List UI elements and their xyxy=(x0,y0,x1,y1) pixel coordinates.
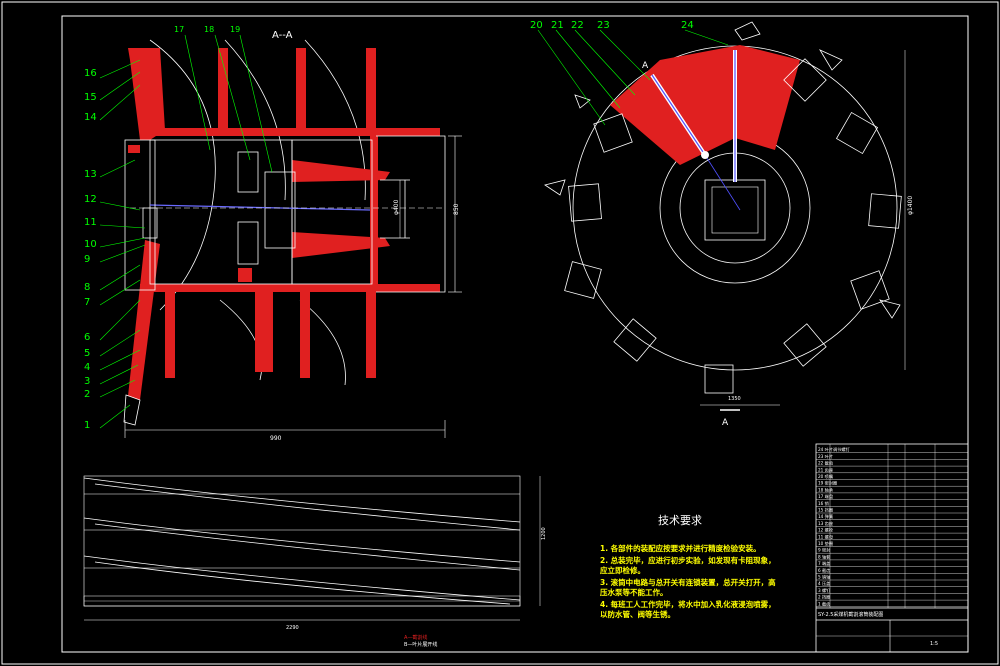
title-block-row: 11 螺母 xyxy=(818,533,833,540)
tech-item: 3. 滚筒中电路与总开关有连锁装置，总开关打开，高压水泵等不能工作。 xyxy=(600,578,776,597)
title-block-row: 17 端盘 xyxy=(818,493,833,500)
title-block-row: 8 轴套 xyxy=(818,553,831,560)
callout-3: 3 xyxy=(84,376,90,387)
title-block-row: 1 截齿 xyxy=(818,600,830,607)
bottom-plate xyxy=(140,284,440,292)
callout-24: 24 xyxy=(681,20,694,31)
lower-arm xyxy=(128,240,160,400)
right-callout-numbers: 20 21 22 23 24 xyxy=(530,20,694,31)
callout-22: 22 xyxy=(571,20,584,31)
title-block-row: 24 叶片调节螺钉 xyxy=(818,446,851,453)
title-block-row: 22 截齿 xyxy=(818,460,833,467)
left-leaders xyxy=(99,34,273,429)
tech-item: 4. 每班工人工作完毕，将水中加入乳化液浸泡喷雾，以防水管、阀等生锈。 xyxy=(600,600,776,619)
dim-text-right-bottom: 1350 xyxy=(728,396,741,402)
title-block-row: 9 密封 xyxy=(818,547,830,554)
cutter-picks xyxy=(544,49,902,394)
callout-19: 19 xyxy=(230,25,240,34)
title-block-row: 13 齿座 xyxy=(818,520,833,527)
callout-5: 5 xyxy=(84,348,90,359)
tech-item: 1. 各部件的装配应按要求并进行精度检验安装。 xyxy=(600,544,761,553)
callout-11: 11 xyxy=(84,217,97,228)
title-block-row: 16 销 xyxy=(818,500,829,507)
callout-2: 2 xyxy=(84,389,90,400)
title-block-row: 10 垫圈 xyxy=(818,540,833,547)
callout-7: 7 xyxy=(84,297,90,308)
title-block-row: 20 喷嘴 xyxy=(818,473,834,480)
callout-12: 12 xyxy=(84,194,97,205)
callout-16: 16 xyxy=(84,68,97,79)
callout-4: 4 xyxy=(84,362,90,373)
left-section-view xyxy=(123,39,462,438)
title-block-row: 7 端盖 xyxy=(818,560,830,567)
callout-20: 20 xyxy=(530,20,543,31)
title-block-row: 14 弹簧 xyxy=(818,513,833,520)
callout-8: 8 xyxy=(84,282,90,293)
dim-text-strip-height: 1200 xyxy=(541,527,547,540)
title-block-row: 15 挡圈 xyxy=(818,507,833,514)
right-leaders xyxy=(537,29,729,126)
callout-10: 10 xyxy=(84,239,97,250)
title-block-row: 12 螺栓 xyxy=(818,527,834,534)
drawing-title: SY-2.5采煤机截割滚筒装配图 xyxy=(818,611,883,618)
callout-14: 14 xyxy=(84,112,97,123)
dim-text-inner-dia: φ400 xyxy=(393,199,400,215)
tech-item: 2. 总装完毕，应进行初步实验，如发现有卡阻现象，应立即检修。 xyxy=(600,556,776,575)
title-block-row: 5 销轴 xyxy=(818,574,830,581)
title-block-row: 18 轴承 xyxy=(818,486,834,493)
legend-line-a: A—截割线 xyxy=(404,634,427,641)
center-shaft xyxy=(149,204,371,211)
title-block-row: 3 螺钉 xyxy=(818,587,831,594)
callout-13: 13 xyxy=(84,169,97,180)
callout-1: 1 xyxy=(84,420,90,431)
dim-text-right-dia: φ1400 xyxy=(907,196,914,215)
section-mark-top: A xyxy=(642,61,649,71)
tech-requirements-list: 1. 各部件的装配应按要求并进行精度检验安装。 2. 总装完毕，应进行初步实验，… xyxy=(600,544,780,622)
callout-6: 6 xyxy=(84,332,90,343)
left-callout-numbers: 16 15 14 13 12 11 10 9 8 7 6 5 4 3 2 1 1… xyxy=(84,25,240,431)
tech-requirements-title: 技术要求 xyxy=(658,514,702,527)
right-end-view xyxy=(544,21,906,411)
left-wall-section xyxy=(128,48,165,140)
callout-9: 9 xyxy=(84,254,90,265)
dim-text-strip-width: 2290 xyxy=(286,625,299,631)
legend-line-b: B—叶片展开线 xyxy=(404,641,437,648)
title-block-row: 2 挡圈 xyxy=(818,594,830,601)
title-block-row: 23 叶片 xyxy=(818,453,833,460)
blade-development-strip xyxy=(83,475,541,621)
callout-21: 21 xyxy=(551,20,564,31)
title-block-row: 19 密封圈 xyxy=(818,480,837,487)
title-block-row: 6 截齿 xyxy=(818,567,830,574)
section-mark-bottom: A xyxy=(722,418,729,428)
inner-frame xyxy=(61,15,969,653)
callout-17: 17 xyxy=(174,25,184,34)
title-block-row: 21 齿座 xyxy=(818,466,833,473)
callout-18: 18 xyxy=(204,25,214,34)
top-plate xyxy=(140,128,440,136)
title-block-row: 4 压盖 xyxy=(818,580,830,587)
callout-15: 15 xyxy=(84,92,97,103)
section-label: A--A xyxy=(272,30,293,41)
drawing-scale: 1:5 xyxy=(930,641,938,647)
callout-23: 23 xyxy=(597,20,610,31)
dim-text-left-width: 990 xyxy=(270,435,282,442)
red-section-sector xyxy=(610,45,800,165)
dim-text-left-height: 850 xyxy=(453,203,460,215)
